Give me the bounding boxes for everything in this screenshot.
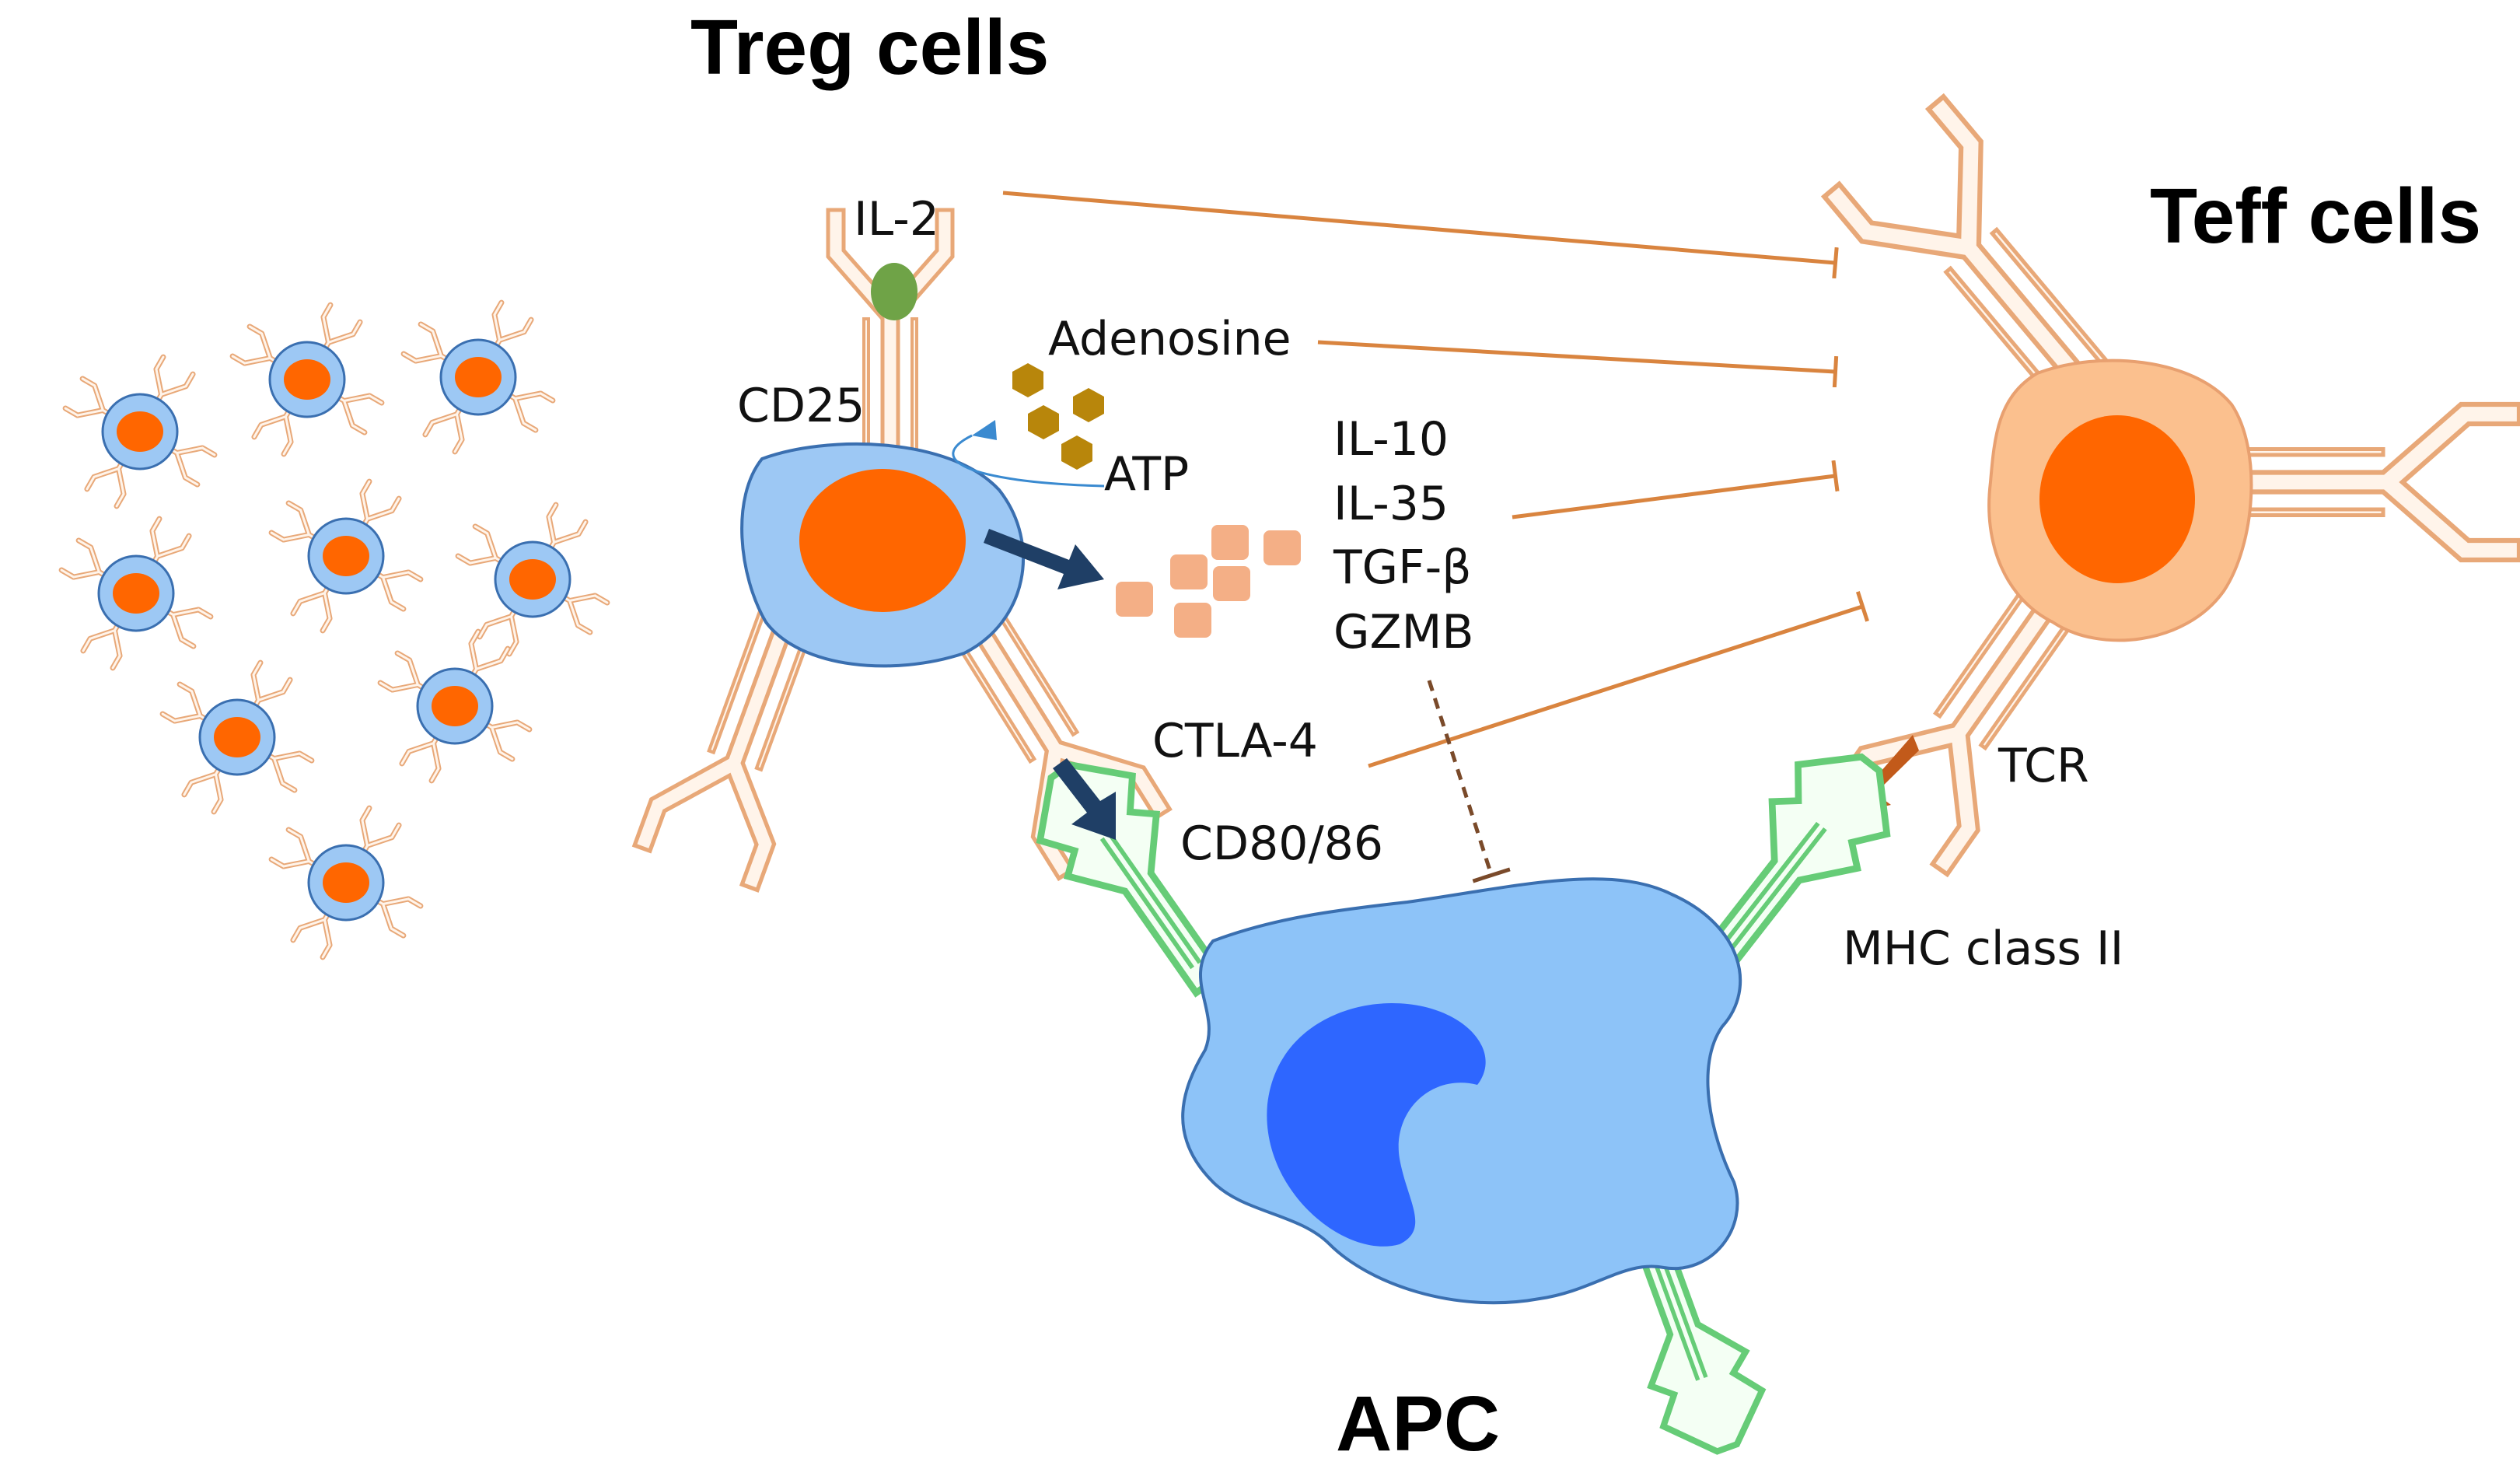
teff-nucleus (2039, 415, 2195, 583)
treg-cell-cluster (61, 303, 607, 957)
apc-cell-body (1181, 877, 1742, 1305)
apc-nucleus (1267, 1003, 1486, 1247)
mini-treg-cell (163, 663, 312, 812)
treg-cells-title: Treg cells (690, 4, 1049, 91)
treg-cell (634, 210, 1169, 890)
inhibition-lines (1002, 191, 1869, 768)
il2-inhibition-line (1002, 191, 1839, 279)
adenosine-molecules (1012, 363, 1104, 470)
cytokine-inhibition-line (1512, 460, 1840, 519)
mini-treg-cell (271, 481, 421, 631)
mini-treg-cell (271, 808, 421, 957)
treg-nucleus (799, 469, 966, 612)
atp-arrowhead (972, 420, 997, 440)
apc-title: APC (1336, 1380, 1500, 1465)
cytokine-molecules (1116, 525, 1301, 638)
cytokine-label-3: TGF-β (1333, 540, 1472, 595)
mini-treg-cell (380, 631, 530, 781)
mini-treg-cell (65, 357, 215, 506)
teff-cell (1824, 96, 2519, 874)
ctla4-label: CTLA-4 (1152, 714, 1318, 768)
cytokine-label-1: IL-10 (1333, 412, 1449, 467)
cytokine-label-4: GZMB (1333, 605, 1474, 659)
secretion-arrow (984, 529, 1104, 589)
il2-label: IL-2 (854, 192, 939, 247)
ctla4-arrow (1053, 758, 1116, 840)
teff-receptor-right (2208, 404, 2519, 560)
mhc-class-ii-label: MHC class II (1843, 922, 2123, 976)
apc-cell (1014, 729, 1914, 1465)
tcr-label: TCR (1997, 739, 2089, 793)
mini-treg-cell (404, 303, 553, 452)
adenosine-label: Adenosine (1048, 312, 1291, 366)
cytokine-to-apc-dashed-line (1427, 680, 1511, 883)
cd80-86-label: CD80/86 (1180, 817, 1383, 871)
il2-molecule (871, 263, 917, 320)
atp-conversion-curve (952, 434, 1105, 488)
cytokine-label-2: IL-35 (1333, 477, 1449, 531)
mini-treg-cell (61, 519, 211, 668)
adenosine-inhibition-line (1317, 340, 1839, 388)
ctla4-inhibition-line (1368, 591, 1869, 768)
atp-label: ATP (1104, 447, 1189, 502)
cd25-label: CD25 (737, 379, 865, 433)
mini-treg-cell (232, 305, 382, 454)
teff-cells-title: Teff cells (2150, 173, 2481, 260)
